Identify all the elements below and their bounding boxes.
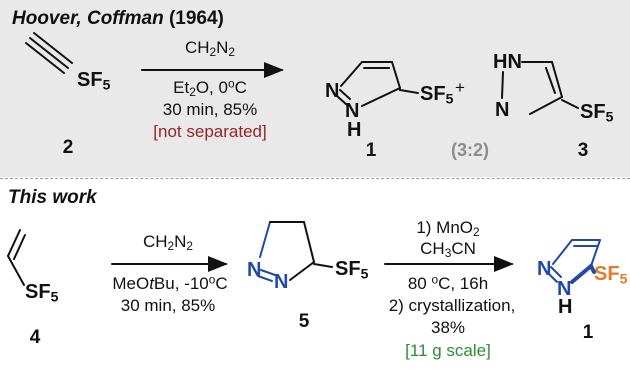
pyrazoline-n2: N [247,259,262,281]
bottom-heading: This work [8,187,97,209]
pyrazole-1-n1: N [345,100,360,122]
top-reagent: CH2N2 [184,38,236,59]
section-divider [0,178,630,179]
label-compound-4: 4 [29,327,41,348]
sf5-group-pyrazoline: SF5 [335,258,369,282]
pyrazole-ring-1-top [336,61,419,107]
pyrazoline-n1: N [274,271,289,293]
sf5-group-pyrazole-bottom: SF5 [594,263,628,287]
step2-crystallization: 2) crystallization, [388,296,516,315]
pyrazole-bottom-n1: N [557,278,572,300]
label-compound-1-top: 1 [365,140,377,161]
sf5-group-pyrazole-1-top: SF5 [420,83,454,107]
step2-yield: 38% [430,318,466,337]
alkyne-triple-bond [25,32,73,74]
label-compound-2: 2 [62,137,74,158]
plus-sign: + [455,78,465,97]
sf5-group-alkyne: SF5 [77,69,111,93]
pyrazoline-ring [257,221,333,282]
pyrazole-ring-3 [501,61,579,115]
step1-temperature: 80 oC, 16h [407,272,489,293]
top-heading-year: (1964) [163,8,224,29]
sf5-group-vinyl: SF5 [25,281,59,305]
top-conditions-time-yield: 30 min, 85% [162,100,258,119]
bottom-conditions-solvent: MeOtBu, -10oC [112,272,228,293]
sf5-group-pyrazole-3: SF5 [580,101,614,125]
pyrazole-3-n: N [495,99,510,121]
top-panel [0,0,630,177]
ratio-label: (3:2) [450,140,490,160]
pyrazole-3-nh: HN [493,51,522,73]
step1-reagent: 1) MnO2 [416,218,480,239]
bottom-reagent: CH2N2 [142,232,194,253]
top-heading: Hoover, Coffman (1964) [12,8,224,30]
scale-note: [11 g scale] [405,341,491,360]
label-compound-3: 3 [577,140,589,161]
top-conditions-solvent: Et2O, 0oC [173,76,247,99]
top-heading-authors: Hoover, Coffman [12,8,164,29]
vinyl-double-bond [7,229,26,286]
label-compound-1-bottom: 1 [582,322,594,343]
bottom-conditions-time-yield: 30 min, 85% [120,296,216,315]
pyrazole-bottom-nh-h: H [558,296,573,318]
pyrazole-ring-1-bottom [546,239,601,284]
pyrazole-1-nh-h: H [347,119,362,141]
label-compound-5: 5 [298,311,310,332]
pyrazole-1-n2: N [325,80,340,102]
step1-solvent: CH3CN [420,239,476,260]
top-note: [not separated] [153,122,267,141]
bottom-heading-text: This work [8,187,97,208]
